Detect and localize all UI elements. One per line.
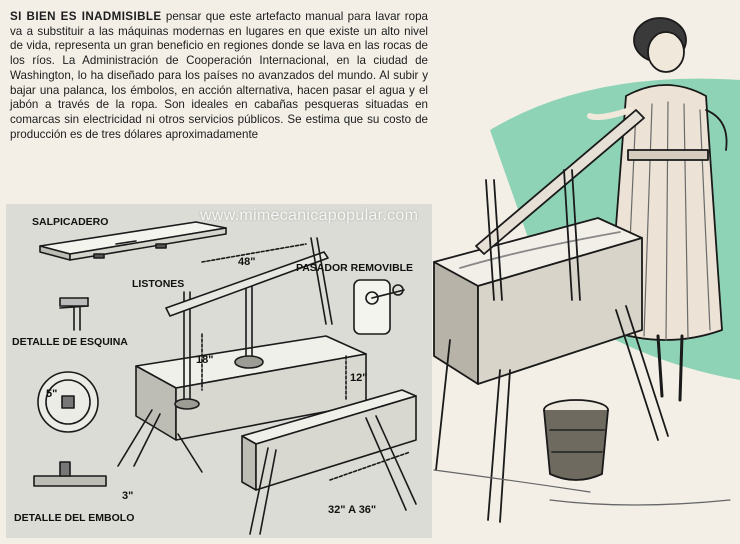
- label-esquina: DETALLE DE ESQUINA: [12, 336, 128, 348]
- watermark: www.mimecanicapopular.com: [200, 207, 419, 224]
- dimension-leg: 12": [350, 372, 368, 384]
- dimension-diameter: 5": [46, 388, 58, 400]
- construction-diagram: SALPICADERO LISTONES PASADOR REMOVIBLE D…: [6, 204, 432, 538]
- label-listones: LISTONES: [132, 278, 185, 290]
- diagram-drawing: [33, 221, 417, 535]
- illustration-drawing: [433, 17, 740, 523]
- dimension-length: 32" A 36": [328, 504, 377, 516]
- washing-illustration: [430, 0, 740, 539]
- dimension-lever: 48": [238, 256, 256, 268]
- article-body: pensar que este artefacto manual para la…: [10, 10, 428, 141]
- article-lead: SI BIEN ES INADMISIBLE: [10, 10, 162, 23]
- dimension-height: 18": [196, 354, 214, 366]
- dimension-plunger: 3": [122, 490, 134, 502]
- label-embolo: DETALLE DEL EMBOLO: [14, 512, 135, 524]
- article-text: SI BIEN ES INADMISIBLE pensar que este a…: [10, 10, 428, 142]
- label-salpicadero: SALPICADERO: [32, 216, 109, 228]
- label-pasador: PASADOR REMOVIBLE: [296, 262, 414, 274]
